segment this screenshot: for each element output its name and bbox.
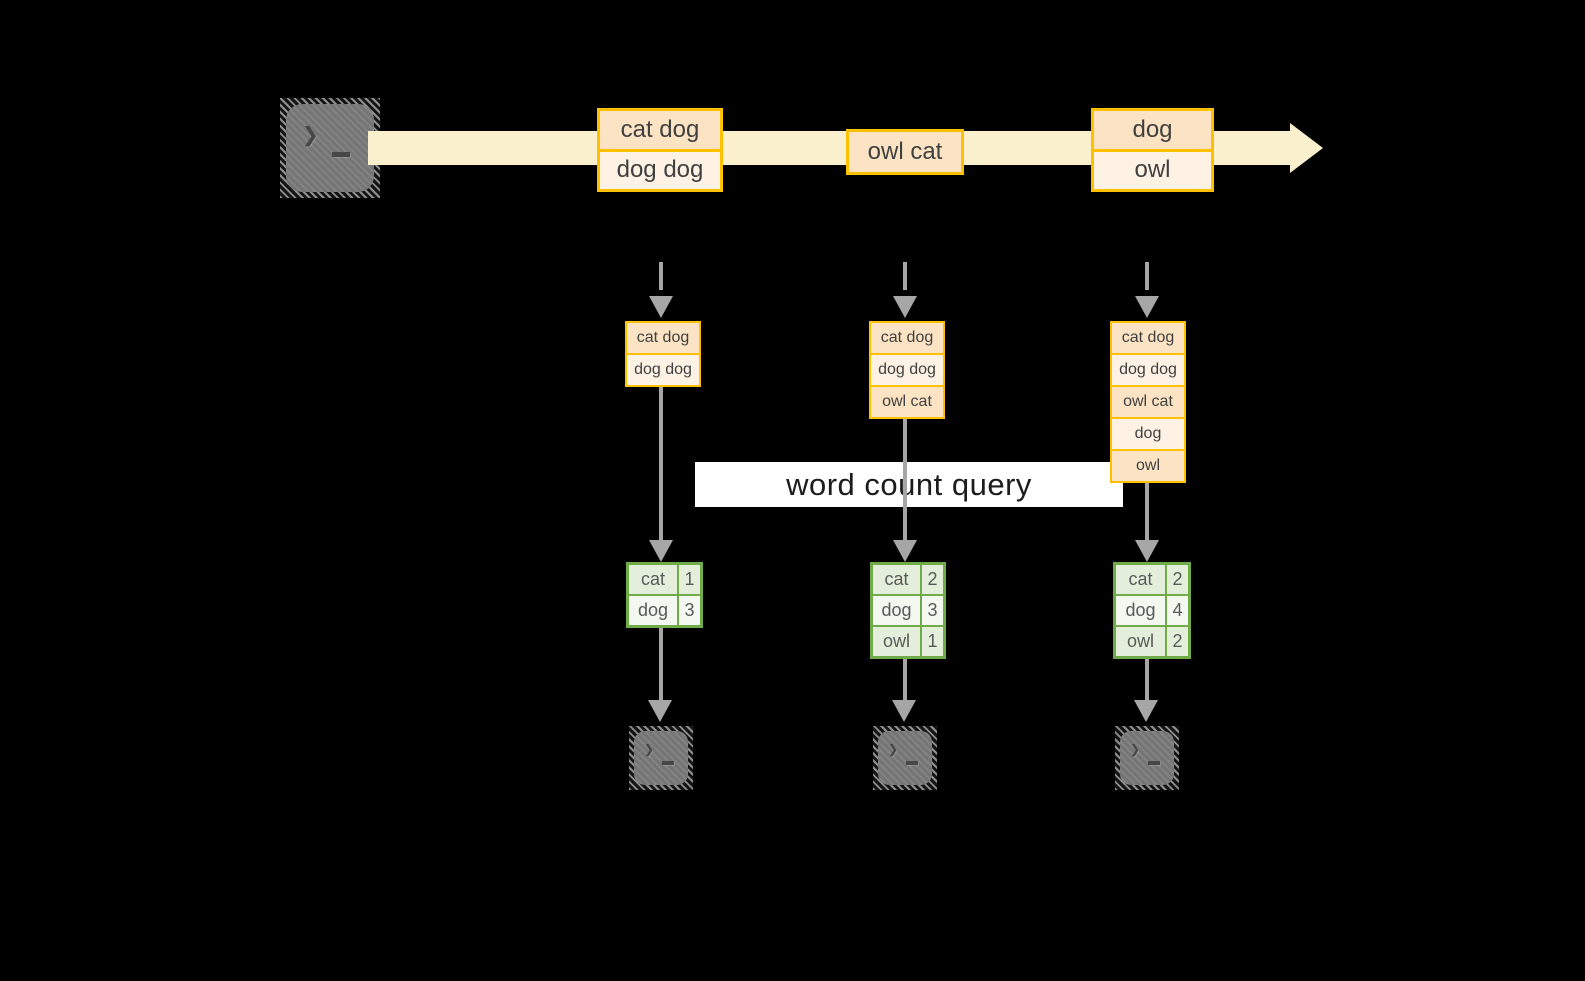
down-arrowhead-icon <box>1135 296 1159 318</box>
buffer-stack-1: cat dog dog dog <box>625 321 701 387</box>
buffer-cell: cat dog <box>871 323 943 353</box>
banner-label: word count query <box>786 466 1032 502</box>
connector-line <box>1145 659 1149 702</box>
connector-line <box>659 387 663 542</box>
count-table-1: cat 1 dog 3 <box>626 562 703 628</box>
word-count-query-banner: word count query <box>695 462 1123 507</box>
buffer-cell: dog dog <box>1112 353 1184 385</box>
buffer-cell: dog dog <box>871 353 943 385</box>
down-arrowhead-icon <box>893 296 917 318</box>
down-arrowhead-icon <box>893 540 917 562</box>
sink-terminal-icon: ❯ <box>629 726 693 790</box>
word-cell: cat <box>629 565 679 594</box>
prompt-chevron-icon: ❯ <box>302 118 319 151</box>
prompt-chevron-icon: ❯ <box>1130 740 1141 760</box>
terminal-screen: ❯ <box>1120 731 1174 785</box>
word-cell: dog <box>1116 596 1167 625</box>
terminal-screen: ❯ <box>286 104 374 192</box>
count-cell: 2 <box>1167 627 1188 656</box>
dashed-down-arrow <box>903 262 907 290</box>
word-cell: owl <box>1116 627 1167 656</box>
connector-line <box>1145 483 1149 542</box>
event-box-1: cat dog dog dog <box>597 108 723 192</box>
table-row: cat 1 <box>629 565 700 594</box>
buffer-cell: owl <box>1112 449 1184 481</box>
count-cell: 3 <box>679 596 700 625</box>
count-cell: 1 <box>679 565 700 594</box>
count-cell: 1 <box>922 627 943 656</box>
word-cell: cat <box>1116 565 1167 594</box>
count-cell: 4 <box>1167 596 1188 625</box>
down-arrowhead-icon <box>1135 540 1159 562</box>
prompt-cursor-icon <box>906 761 918 765</box>
prompt-cursor-icon <box>332 152 350 157</box>
count-cell: 3 <box>922 596 943 625</box>
connector-line <box>903 659 907 702</box>
word-cell: dog <box>873 596 922 625</box>
event-line: dog dog <box>600 148 720 189</box>
table-row: dog 3 <box>629 594 700 625</box>
buffer-cell: cat dog <box>1112 323 1184 353</box>
down-arrowhead-icon <box>649 540 673 562</box>
buffer-cell: owl cat <box>871 385 943 417</box>
buffer-cell: dog dog <box>627 353 699 385</box>
prompt-cursor-icon <box>662 761 674 765</box>
down-arrowhead-icon <box>1134 700 1158 722</box>
table-row: cat 2 <box>873 565 943 594</box>
dashed-down-arrow <box>1145 262 1149 290</box>
down-arrowhead-icon <box>649 296 673 318</box>
sink-terminal-icon: ❯ <box>873 726 937 790</box>
event-line: cat dog <box>600 111 720 149</box>
prompt-cursor-icon <box>1148 761 1160 765</box>
table-row: owl 1 <box>873 625 943 656</box>
terminal-screen: ❯ <box>634 731 688 785</box>
count-table-3: cat 2 dog 4 owl 2 <box>1113 562 1191 659</box>
source-terminal-icon: ❯ <box>280 98 380 198</box>
buffer-cell: cat dog <box>627 323 699 353</box>
buffer-cell: owl cat <box>1112 385 1184 417</box>
table-row: dog 3 <box>873 594 943 625</box>
buffer-stack-2: cat dog dog dog owl cat <box>869 321 945 419</box>
table-row: cat 2 <box>1116 565 1188 594</box>
event-line: owl <box>1094 148 1211 189</box>
word-cell: owl <box>873 627 922 656</box>
dashed-down-arrow <box>659 262 663 290</box>
event-line: dog <box>1094 111 1211 149</box>
buffer-stack-3: cat dog dog dog owl cat dog owl <box>1110 321 1186 483</box>
event-box-3: dog owl <box>1091 108 1214 192</box>
event-line: owl cat <box>849 132 961 172</box>
connector-line <box>659 628 663 702</box>
connector-line <box>903 419 907 542</box>
count-cell: 2 <box>1167 565 1188 594</box>
count-cell: 2 <box>922 565 943 594</box>
terminal-screen: ❯ <box>878 731 932 785</box>
count-table-2: cat 2 dog 3 owl 1 <box>870 562 946 659</box>
table-row: dog 4 <box>1116 594 1188 625</box>
sink-terminal-icon: ❯ <box>1115 726 1179 790</box>
word-cell: cat <box>873 565 922 594</box>
down-arrowhead-icon <box>892 700 916 722</box>
buffer-cell: dog <box>1112 417 1184 449</box>
prompt-chevron-icon: ❯ <box>888 740 899 760</box>
word-cell: dog <box>629 596 679 625</box>
table-row: owl 2 <box>1116 625 1188 656</box>
event-box-2: owl cat <box>846 129 964 175</box>
event-stream-arrowhead-icon <box>1290 123 1323 173</box>
down-arrowhead-icon <box>648 700 672 722</box>
prompt-chevron-icon: ❯ <box>644 740 655 760</box>
